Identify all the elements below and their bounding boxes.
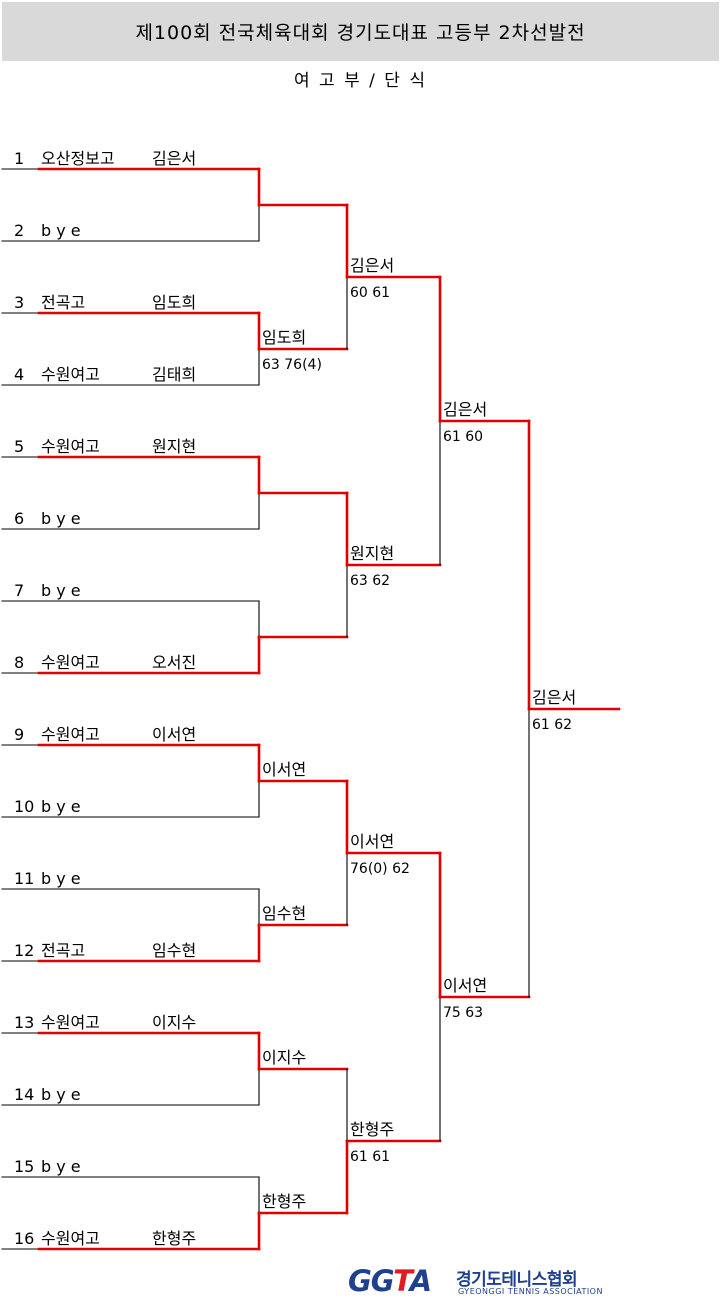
entry-seed: 13 [14, 1013, 34, 1032]
association-logo: GGTA 경기도테니스협회 GYEONGGI TENNIS ASSOCIATIO… [348, 1264, 610, 1300]
logo-mark-a: A [409, 1264, 432, 1298]
entry-name: 오서진 [152, 653, 196, 672]
entry-seed: 9 [14, 725, 24, 744]
entry-bye: b y e [41, 1157, 81, 1176]
entry-seed: 10 [14, 797, 34, 816]
winner-name: 김은서 [350, 256, 394, 275]
match-score: 60 61 [350, 285, 390, 301]
entry-bye: b y e [41, 509, 81, 528]
entry-name: 김은서 [152, 149, 196, 168]
entry-school: 수원여고 [41, 653, 100, 672]
entry-seed: 3 [14, 293, 24, 312]
winner-name: 원지현 [350, 544, 394, 563]
event-subtitle: 여 고 부 / 단 식 [294, 71, 427, 91]
match-score: 63 76(4) [262, 357, 322, 373]
match-score: 61 60 [443, 429, 483, 445]
match-score: 61 61 [350, 1149, 390, 1165]
entry-seed: 8 [14, 653, 24, 672]
winner-name: 한형주 [262, 1192, 306, 1211]
entry-bye: b y e [41, 221, 81, 240]
winner-name: 한형주 [350, 1120, 394, 1139]
entry-seed: 12 [14, 941, 34, 960]
entry-seed: 4 [14, 365, 24, 384]
winner-name: 이지수 [262, 1048, 306, 1067]
entry-name: 이지수 [152, 1013, 196, 1032]
winner-name: 이서연 [350, 832, 394, 851]
entry-name: 김태희 [152, 365, 196, 384]
entry-seed: 15 [14, 1157, 34, 1176]
winner-name: 김은서 [532, 688, 576, 707]
winner-name: 임수현 [262, 904, 306, 923]
entry-school: 전곡고 [41, 293, 85, 312]
entry-seed: 5 [14, 437, 24, 456]
winner-name: 김은서 [443, 400, 487, 419]
entry-seed: 11 [14, 869, 34, 888]
entry-seed: 1 [14, 149, 24, 168]
entry-school: 전곡고 [41, 941, 85, 960]
entry-seed: 16 [14, 1229, 34, 1248]
entry-school: 수원여고 [41, 437, 100, 456]
entry-bye: b y e [41, 797, 81, 816]
entry-name: 원지현 [152, 437, 196, 456]
entry-seed: 6 [14, 509, 24, 528]
entry-bye: b y e [41, 869, 81, 888]
logo-mark-t: T [393, 1264, 411, 1298]
winner-name: 이서연 [443, 976, 487, 995]
entry-seed: 7 [14, 581, 24, 600]
match-score: 63 62 [350, 573, 390, 589]
entry-seed: 14 [14, 1085, 34, 1104]
match-score: 75 63 [443, 1005, 483, 1021]
entry-school: 수원여고 [41, 365, 100, 384]
entry-name: 한형주 [152, 1229, 196, 1248]
entry-school: 오산정보고 [41, 149, 115, 168]
ggta-logo-mark: GGTA [348, 1264, 432, 1298]
entry-name: 이서연 [152, 725, 196, 744]
match-score: 61 62 [532, 717, 572, 733]
entry-bye: b y e [41, 1085, 81, 1104]
entry-school: 수원여고 [41, 725, 100, 744]
winner-name: 이서연 [262, 760, 306, 779]
match-score: 76(0) 62 [350, 861, 410, 877]
logo-name: 경기도테니스협회 [456, 1270, 578, 1290]
logo-subtitle: GYEONGGI TENNIS ASSOCIATION [458, 1287, 603, 1296]
winner-name: 임도희 [262, 328, 306, 347]
entry-school: 수원여고 [41, 1013, 100, 1032]
title-bar: 제100회 전국체육대회 경기도대표 고등부 2차선발전 [2, 2, 719, 61]
entry-seed: 2 [14, 221, 24, 240]
entry-school: 수원여고 [41, 1229, 100, 1248]
entry-bye: b y e [41, 581, 81, 600]
logo-mark-gg: GG [348, 1264, 394, 1298]
entry-name: 임도희 [152, 293, 196, 312]
page-title: 제100회 전국체육대회 경기도대표 고등부 2차선발전 [135, 22, 586, 44]
entry-name: 임수현 [152, 941, 196, 960]
